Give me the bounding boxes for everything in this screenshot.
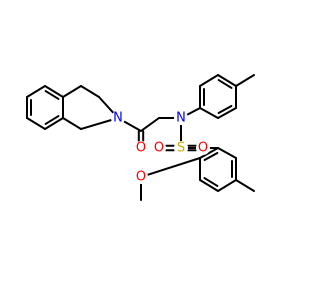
bond-tolyl-methyl [235,74,255,87]
atom-n-ring: N [111,111,125,126]
atom-o-carbonyl-label: O [136,141,146,156]
atom-n-amide-label: N [176,111,186,126]
bond-aryl-3-inner [203,177,219,187]
bond-tolyl-6 [199,107,219,119]
bond-aryl-1 [199,147,219,159]
atom-o-sulfonyl-left: O [152,141,166,156]
bond-aryl-3 [199,179,219,192]
bond-benzo-2 [26,117,46,130]
bond-ring-n-c1 [80,118,113,130]
atom-s-sulfonyl: S [174,141,188,156]
atom-n-amide: N [174,111,188,126]
bond-aryl-o [146,157,201,176]
bond-layer [26,74,255,201]
bond-aryl-6 [217,147,237,159]
bond-benzo-3 [44,117,64,130]
bond-benzo-5-inner [44,90,60,100]
atom-label-layer: N O N S O O O [111,111,210,185]
bond-ring-c3-n [98,96,115,114]
bond-ring-c4 [62,85,82,98]
bond-benzo-6 [26,85,46,98]
atom-s-sulfonyl-label: S [177,141,185,156]
bond-carbonyl-ch2 [140,117,160,132]
bond-aryl-methyl [235,179,255,192]
bond-n-tolyl [186,107,201,116]
bond-tolyl-3-inner [217,79,233,89]
bond-aryl-1-inner [203,151,219,162]
bond-n-carbonyl [123,120,142,132]
bond-tolyl-5-inner [217,104,233,115]
bond-tolyl-5 [217,107,237,119]
bond-benzo-5 [44,85,64,98]
bond-benzo-3-inner [44,115,60,125]
bond-tolyl-3 [217,74,237,87]
atom-o-carbonyl: O [134,141,148,156]
atom-n-ring-label: N [113,111,123,126]
atom-o-methoxy-label: O [136,170,146,185]
atom-o-sulfonyl-left-label: O [154,141,164,156]
atom-o-methoxy: O [134,170,148,185]
bond-ring-c1 [62,117,82,130]
bond-tolyl-2 [199,74,219,87]
structure-drawing: N O N S O O O [26,74,255,201]
bond-ring-c3 [80,85,100,98]
atom-o-sulfonyl-right: O [196,141,210,156]
atom-o-sulfonyl-right-label: O [198,141,208,156]
molecule-diagram: N O N S O O O [26,74,255,201]
bond-aryl-4 [217,179,237,192]
